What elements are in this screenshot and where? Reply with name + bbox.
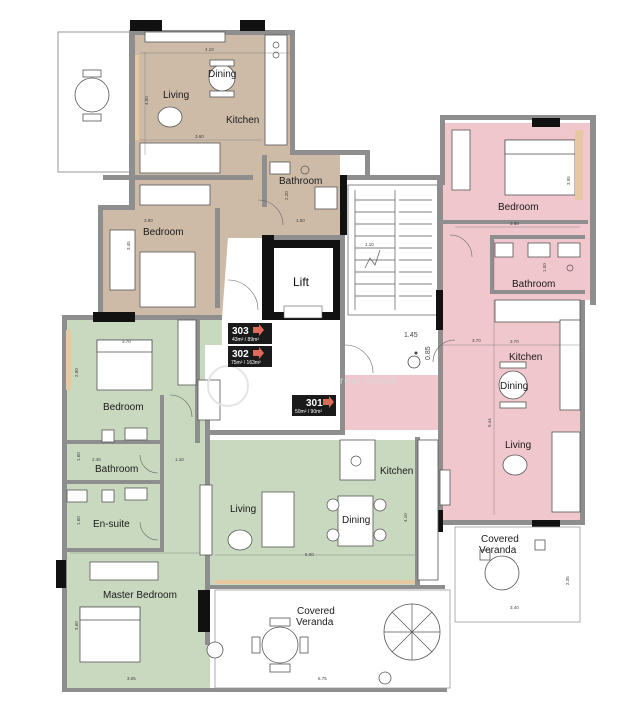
arrow-right-icon	[323, 396, 334, 408]
unit-badge-302[interactable]: 302 75m² / 163m²	[228, 346, 272, 367]
room-label-302-bathroom: Bathroom	[95, 464, 138, 475]
furniture-303	[109, 31, 338, 308]
dim-675: 6.75	[318, 676, 327, 681]
room-label-301-living: Living	[505, 440, 531, 451]
room-label-lift: Lift	[293, 275, 310, 289]
dim-150b: 1.50	[542, 263, 547, 272]
dim-160a: 1.60	[76, 452, 81, 461]
dim-400: 4.00	[144, 96, 149, 105]
arrow-up-icon	[253, 324, 264, 336]
unit-badge-301[interactable]: 301 50m² / 90m²	[292, 395, 336, 416]
room-label-302-dining: Dining	[342, 515, 370, 526]
dim-160b: 1.60	[76, 516, 81, 525]
dim-500: 5.00	[305, 552, 314, 557]
room-label-302-bedroom: Bedroom	[103, 402, 144, 413]
unit-area-301: 50m² / 90m²	[295, 409, 322, 415]
door-swings	[139, 199, 473, 541]
veranda-301-line-1: Covered	[481, 534, 519, 545]
dim-220: 2.20	[284, 191, 289, 200]
room-label-302-living: Living	[230, 504, 256, 515]
veranda-302-line-1: Covered	[297, 606, 335, 617]
room-label-301-veranda: Covered Veranda	[479, 534, 522, 556]
arrow-left-icon	[253, 347, 264, 359]
dim-410b: 4.10	[403, 513, 408, 522]
unit-number-303: 303	[232, 326, 249, 337]
dim-360c: 3.60	[74, 621, 79, 630]
unit-badge-303[interactable]: 303 43m² / 89m²	[228, 323, 272, 344]
dim-395: 3.95	[566, 176, 571, 185]
room-label-302-kitchen: Kitchen	[380, 466, 413, 477]
dim-360a: 3.60	[195, 134, 204, 139]
dim-390: 3.90	[144, 218, 153, 223]
dim-235: 2.35	[565, 576, 570, 585]
dimension-lines	[70, 52, 580, 556]
furniture-301	[439, 129, 583, 623]
room-label-303-dining: Dining	[208, 69, 236, 80]
room-label-301-dining: Dining	[500, 381, 528, 392]
dim-145: 1.45	[404, 332, 418, 339]
dim-280: 2.80	[74, 368, 79, 377]
unit-area-302: 75m² / 163m²	[231, 360, 261, 366]
room-label-303-kitchen: Kitchen	[226, 115, 259, 126]
wall-columns	[56, 20, 560, 632]
veranda-301-line-2: Veranda	[479, 545, 517, 556]
furniture-302	[66, 319, 451, 689]
dim-340: 3.40	[510, 605, 519, 610]
wheelchair-icon	[407, 351, 421, 369]
room-label-303-living: Living	[163, 90, 189, 101]
stair-core	[347, 184, 439, 316]
dim-370: 3.70	[510, 339, 519, 344]
lift-shaft	[264, 240, 341, 320]
dim-544: 5.44	[487, 418, 492, 427]
unit-number-302: 302	[232, 349, 249, 360]
dim-110b: 1.10	[175, 457, 184, 462]
room-label-302-veranda: Covered Veranda	[296, 606, 338, 628]
room-label-301-bedroom: Bedroom	[498, 202, 539, 213]
balcony-303	[57, 31, 134, 173]
dim-360b: 3.60	[510, 221, 519, 226]
room-labels: Living Dining Kitchen Bathroom Bedroom L…	[93, 69, 555, 628]
room-label-303-bedroom: Bedroom	[143, 227, 184, 238]
dim-410: 4.10	[205, 47, 214, 52]
dim-305: 3.05	[127, 676, 136, 681]
dim-110: 1.10	[365, 242, 374, 247]
unit-area-303: 43m² / 89m²	[232, 337, 259, 343]
dimensions: 4.10 4.00 3.60 2.20 1.50 3.90 3.45 1.10 …	[74, 47, 571, 681]
unit-302-area	[64, 318, 415, 690]
unit-number-301: 301	[306, 398, 323, 409]
veranda-302-line-2: Veranda	[296, 617, 334, 628]
room-label-301-kitchen: Kitchen	[509, 352, 542, 363]
room-label-302-ensuite: En-suite	[93, 519, 130, 530]
dim-345: 3.45	[126, 241, 131, 250]
room-label-302-master: Master Bedroom	[103, 590, 177, 601]
watermark-text: real estate	[340, 376, 398, 387]
room-label-303-bathroom: Bathroom	[279, 176, 322, 187]
dim-085: 0.85	[425, 346, 432, 360]
dim-370c: 3.70	[122, 339, 131, 344]
dim-370b: 3.70	[472, 338, 481, 343]
dim-150a: 1.50	[296, 218, 305, 223]
dim-245: 2.45	[92, 457, 101, 462]
room-label-301-bathroom: Bathroom	[512, 279, 555, 290]
